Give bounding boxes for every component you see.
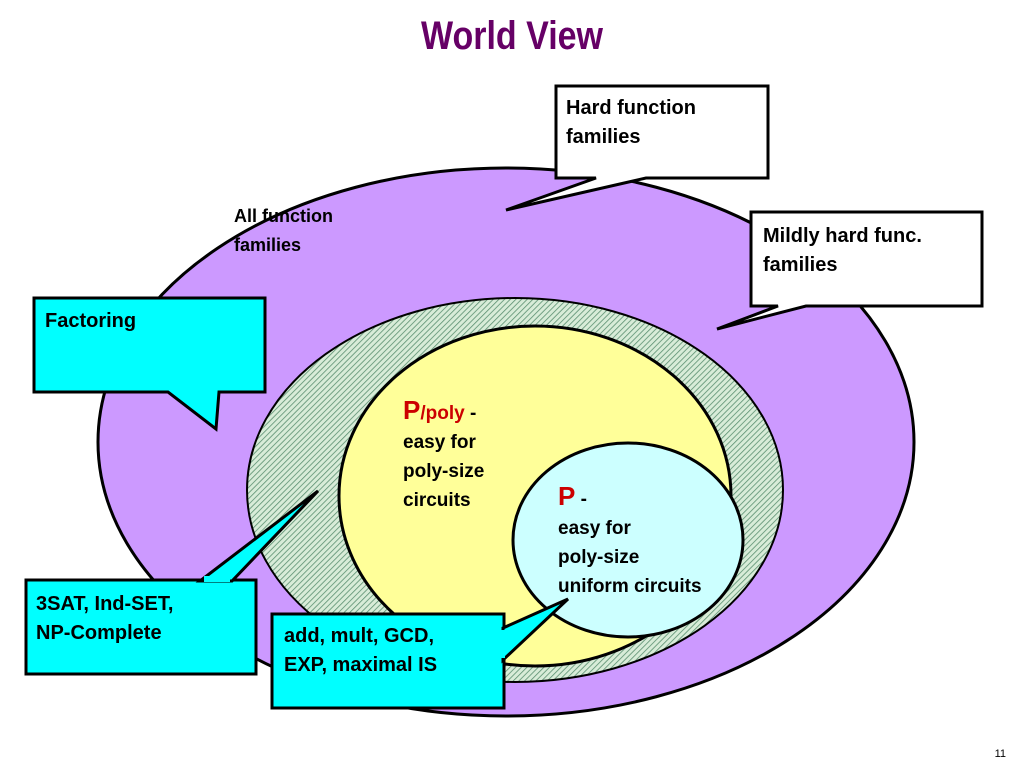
all-functions-label-line1: All function <box>234 206 333 226</box>
slide-title: World View <box>420 14 604 58</box>
ppoly-line2: easy for <box>403 432 476 453</box>
ppoly-dash: - <box>464 403 477 424</box>
mildly-hard-line2: families <box>763 254 838 276</box>
p-heading: P - <box>558 482 702 514</box>
p-examples-line2: EXP, maximal IS <box>284 654 438 676</box>
p-letter: P <box>558 481 576 511</box>
ppoly-label: P/poly - easy for poly-size circuits <box>403 396 484 515</box>
p-circle <box>511 441 745 639</box>
np-complete-line1: 3SAT, Ind-SET, <box>36 593 174 615</box>
np-complete-line2: NP-Complete <box>36 622 162 644</box>
hard-functions-line2: families <box>566 126 641 148</box>
all-functions-label: All function families <box>234 202 333 260</box>
ppoly-line4: circuits <box>403 490 471 511</box>
page-number: 11 <box>994 748 1006 760</box>
all-functions-label-line2: families <box>234 235 302 255</box>
np-complete-callout: 3SAT, Ind-SET, NP-Complete <box>36 590 173 648</box>
p-examples-callout: add, mult, GCD, EXP, maximal IS <box>284 622 437 680</box>
hard-functions-line1: Hard function <box>566 97 696 119</box>
p-line4: uniform circuits <box>558 576 702 597</box>
p-line3: poly-size <box>558 547 640 568</box>
p-label: P - easy for poly-size uniform circuits <box>558 482 702 601</box>
np-complete-callout-box <box>24 578 258 676</box>
p-examples-line1: add, mult, GCD, <box>284 625 434 647</box>
factoring-text: Factoring <box>45 310 137 332</box>
ppoly-heading: P/poly - <box>403 396 484 428</box>
mildly-hard-callout: Mildly hard func. families <box>763 222 922 280</box>
p-line2: easy for <box>558 518 631 539</box>
hard-functions-callout: Hard function families <box>566 94 696 152</box>
p-examples-callout-box <box>270 612 506 710</box>
mildly-hard-line1: Mildly hard func. <box>763 225 922 247</box>
factoring-callout-box <box>32 296 267 432</box>
ppoly-p-letter: P <box>403 395 421 425</box>
factoring-callout: Factoring <box>45 307 136 336</box>
ppoly-line3: poly-size <box>403 461 485 482</box>
ppoly-suffix: /poly <box>420 403 465 424</box>
p-dash: - <box>575 489 587 510</box>
mildly-hard-callout-box <box>716 210 984 331</box>
hard-functions-callout-box <box>505 84 770 212</box>
